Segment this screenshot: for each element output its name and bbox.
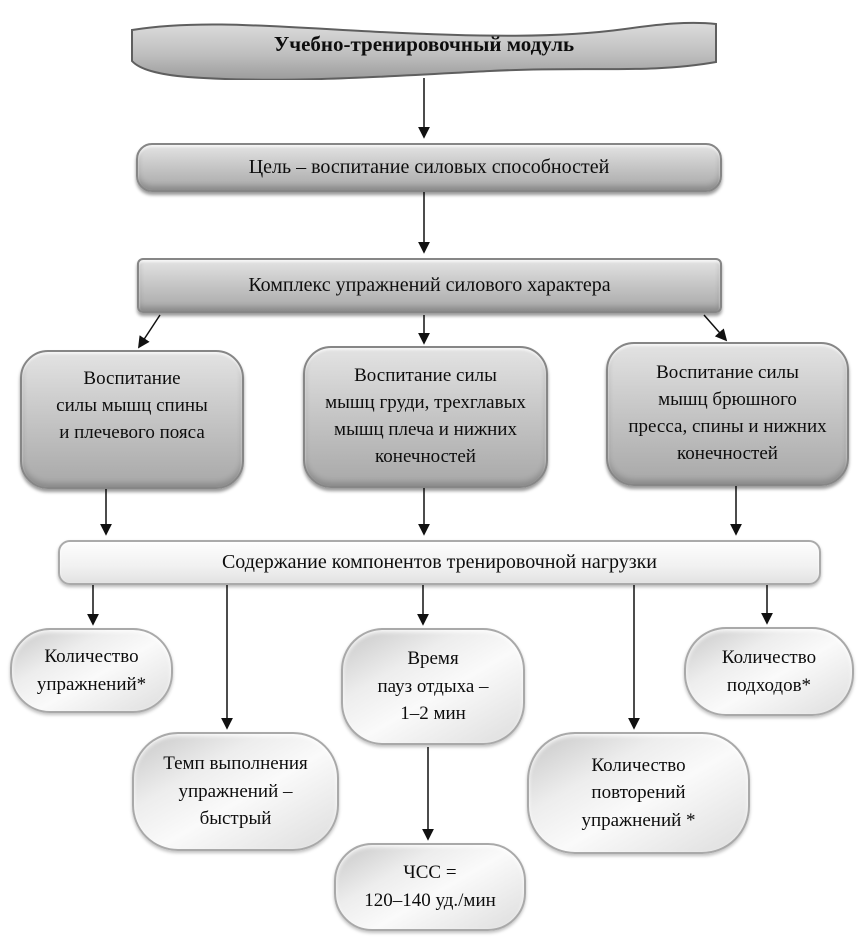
goal-label: Цель – воспитание силовых способностей (248, 156, 610, 178)
node-group-chest-triceps-legs: Воспитание силы мышц груди, трехглавых м… (303, 346, 548, 488)
node-goal: Цель – воспитание силовых способностей (136, 143, 722, 192)
connector-complex-group1 (138, 314, 161, 349)
node-training-module: Учебно-тренировочный модуль (130, 14, 718, 80)
heart-rate-label: ЧСС = 120–140 уд./мин (364, 862, 496, 911)
wave-banner-shape (131, 21, 717, 80)
node-exercise-count: Количество упражнений* (10, 628, 173, 713)
node-load-components-bar: Содержание компонентов тренировочной наг… (58, 540, 821, 585)
tempo-label: Темп выполнения упражнений – быстрый (163, 753, 308, 830)
node-group-abs-back-legs: Воспитание силы мышц брюшного пресса, сп… (606, 342, 849, 486)
group-chest-triceps-legs-label: Воспитание силы мышц груди, трехглавых м… (325, 365, 526, 467)
node-group-back-shoulders: Воспитание силы мышц спины и плечевого п… (20, 350, 244, 489)
exercise-count-label: Количество упражнений* (36, 645, 147, 695)
group-abs-back-legs-label: Воспитание силы мышц брюшного пресса, сп… (628, 362, 827, 464)
rest-pause-label: Время пауз отдыха – 1–2 мин (377, 648, 489, 725)
node-set-count: Количество подходов* (684, 627, 854, 716)
node-heart-rate: ЧСС = 120–140 уд./мин (334, 843, 526, 931)
set-count-label: Количество подходов* (721, 646, 817, 696)
training-module-label: Учебно-тренировочный модуль (273, 31, 575, 56)
group-back-shoulders-label: Воспитание силы мышц спины и плечевого п… (56, 368, 208, 443)
node-exercise-complex: Комплекс упражнений силового характера (137, 258, 722, 313)
node-repetition-count: Количество повторений упражнений * (527, 732, 750, 854)
load-components-label: Содержание компонентов тренировочной наг… (221, 551, 658, 573)
repetition-count-label: Количество повторений упражнений * (581, 754, 696, 831)
node-rest-pause: Время пауз отдыха – 1–2 мин (341, 628, 525, 745)
node-tempo: Темп выполнения упражнений – быстрый (132, 732, 339, 851)
exercise-complex-label: Комплекс упражнений силового характера (248, 274, 611, 296)
connector-complex-group3 (703, 314, 728, 342)
